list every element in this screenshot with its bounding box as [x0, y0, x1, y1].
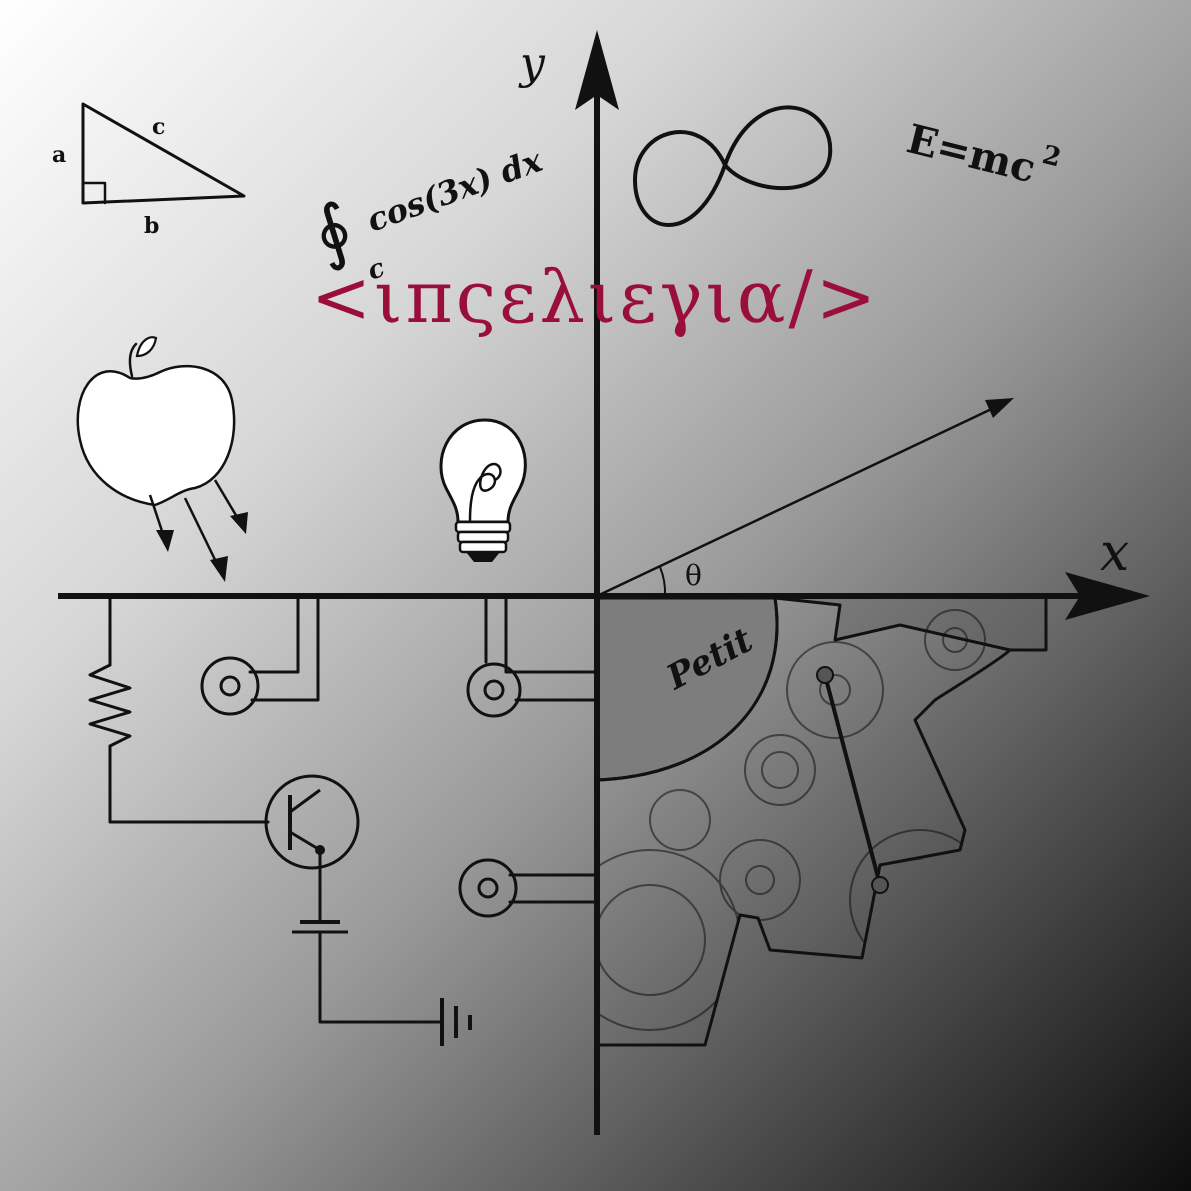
resistor-icon	[88, 663, 132, 748]
infinity-icon	[633, 105, 833, 227]
integral-expression: cos(3x) dx	[362, 141, 548, 240]
gear-icon	[595, 596, 1048, 1047]
angle-label: θ	[685, 559, 702, 592]
ground-icon	[440, 998, 472, 1046]
vector-arrow	[596, 403, 1001, 598]
circuit-schematic	[88, 596, 599, 1046]
lightbulb-icon	[439, 418, 527, 562]
equation-exponent: 2	[1039, 140, 1064, 173]
right-triangle-icon	[81, 102, 246, 205]
x-axis-label: x	[1100, 523, 1129, 583]
equation-base: E=mc	[902, 115, 1040, 192]
triangle-label-b: b	[144, 213, 159, 239]
energy-equation: E=mc 2	[902, 115, 1064, 192]
page-title: <ιπςελιεγια/>	[311, 255, 879, 339]
transistor-icon	[264, 774, 360, 870]
triangle-label-c: c	[152, 114, 165, 140]
triangle-label-a: a	[52, 142, 66, 168]
apple-icon	[76, 336, 248, 582]
y-axis-label: y	[518, 38, 546, 89]
